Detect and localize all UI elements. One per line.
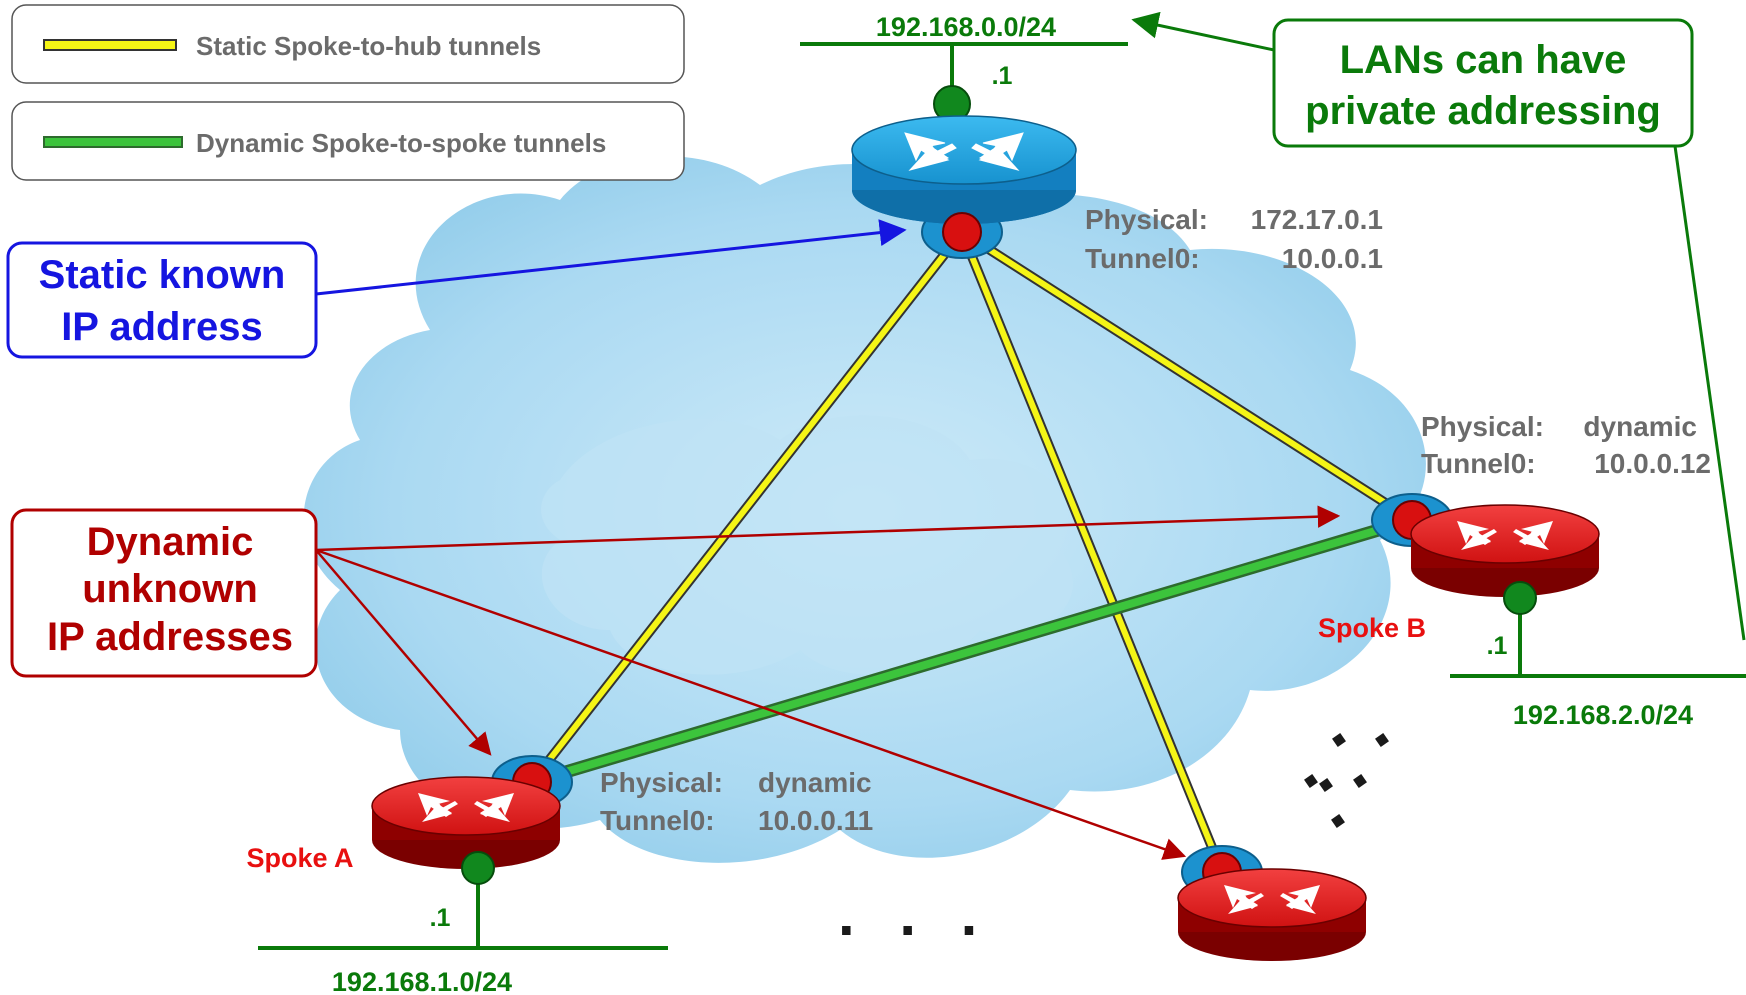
callout-dynamic-arrow-b bbox=[315, 505, 1341, 552]
spoke-b-lan-subnet: 192.168.2.0/24 bbox=[1513, 700, 1693, 730]
internet-cloud bbox=[303, 156, 1426, 863]
arrows-icon bbox=[418, 793, 514, 822]
spoke-b-lan-host: .1 bbox=[1487, 632, 1508, 660]
legend-label-static: Static Spoke-to-hub tunnels bbox=[196, 31, 541, 61]
spoke-a-tunnel-value: 10.0.0.11 bbox=[758, 805, 873, 836]
callout-dynamic-arrow-c bbox=[315, 548, 1187, 860]
callout-static-known-line2: IP address bbox=[61, 305, 263, 349]
hub-lan-host: .1 bbox=[992, 62, 1013, 90]
arrows-icon bbox=[1224, 885, 1320, 914]
spoke-a-physical-label: Physical: bbox=[600, 767, 723, 798]
dynamic-tunnels bbox=[530, 513, 1414, 789]
callout-lans-arrow-spoke-b bbox=[1673, 145, 1746, 641]
spoke-a-physical-value: dynamic bbox=[758, 767, 872, 798]
spoke-b-lan-interface bbox=[1503, 581, 1537, 615]
hub-tunnel-value: 10.0.0.1 bbox=[1282, 243, 1383, 274]
legend-label-dynamic: Dynamic Spoke-to-spoke tunnels bbox=[196, 128, 606, 158]
arrows-icon bbox=[904, 132, 1024, 171]
hub-tunnel-label: Tunnel0: bbox=[1085, 243, 1200, 274]
spoke-b-router[interactable] bbox=[1371, 493, 1600, 615]
legend-box-dynamic bbox=[11, 101, 685, 181]
spoke-a-lan-subnet: 192.168.1.0/24 bbox=[332, 967, 512, 995]
spoke-b-physical-value: dynamic bbox=[1583, 411, 1697, 442]
callout-dynamic-unknown-line1: Dynamic bbox=[87, 520, 254, 564]
callout-static-known: Static known IP address bbox=[6, 219, 907, 359]
more-spokes-ellipsis-bottom: . . . bbox=[838, 881, 991, 948]
legend-swatch-static bbox=[43, 39, 177, 51]
callout-static-known-arrow bbox=[315, 219, 907, 296]
hub-physical-label: Physical: bbox=[1085, 204, 1208, 235]
hub-physical-interface bbox=[942, 212, 982, 252]
legend-swatch-dynamic bbox=[43, 136, 183, 148]
callout-lans-line2: private addressing bbox=[1305, 89, 1661, 133]
hub-router[interactable] bbox=[851, 85, 1077, 259]
callout-lans-arrow-hub bbox=[1131, 11, 1275, 52]
spoke-b-tunnel-value: 10.0.0.12 bbox=[1594, 448, 1711, 479]
spoke-b-tunnel-label: Tunnel0: bbox=[1421, 448, 1536, 479]
spoke-a-router[interactable] bbox=[371, 755, 573, 885]
spoke-c-router[interactable] bbox=[1177, 845, 1367, 961]
callout-dynamic-unknown-line3: IP addresses bbox=[47, 615, 293, 659]
hub-physical-value: 172.17.0.1 bbox=[1251, 204, 1383, 235]
legend: Static Spoke-to-hub tunnels Dynamic Spok… bbox=[11, 4, 685, 181]
more-spokes-ellipsis-diagonal-visible bbox=[1331, 733, 1389, 828]
callout-static-known-line1: Static known bbox=[39, 253, 286, 297]
spoke-a-tunnel-label: Tunnel0: bbox=[600, 805, 715, 836]
callout-lans-private: LANs can have private addressing bbox=[1131, 11, 1746, 641]
static-tunnels bbox=[528, 227, 1415, 874]
spoke-a-name: Spoke A bbox=[246, 843, 353, 873]
spoke-b-name: Spoke B bbox=[1318, 613, 1426, 643]
callout-dynamic-arrow-a bbox=[315, 549, 492, 756]
spoke-b-physical-label: Physical: bbox=[1421, 411, 1544, 442]
legend-box-static bbox=[11, 4, 685, 84]
arrows-icon bbox=[1457, 521, 1553, 550]
hub-lan-subnet: 192.168.0.0/24 bbox=[876, 12, 1056, 42]
spoke-a-lan-interface bbox=[461, 851, 495, 885]
more-spokes-ellipsis-diagonal bbox=[1304, 733, 1346, 792]
callout-dynamic-unknown: Dynamic unknown IP addresses bbox=[10, 505, 1341, 860]
spoke-a-lan-host: .1 bbox=[430, 904, 451, 932]
callout-lans-line1: LANs can have bbox=[1340, 38, 1627, 82]
callout-dynamic-unknown-line2: unknown bbox=[82, 567, 258, 611]
